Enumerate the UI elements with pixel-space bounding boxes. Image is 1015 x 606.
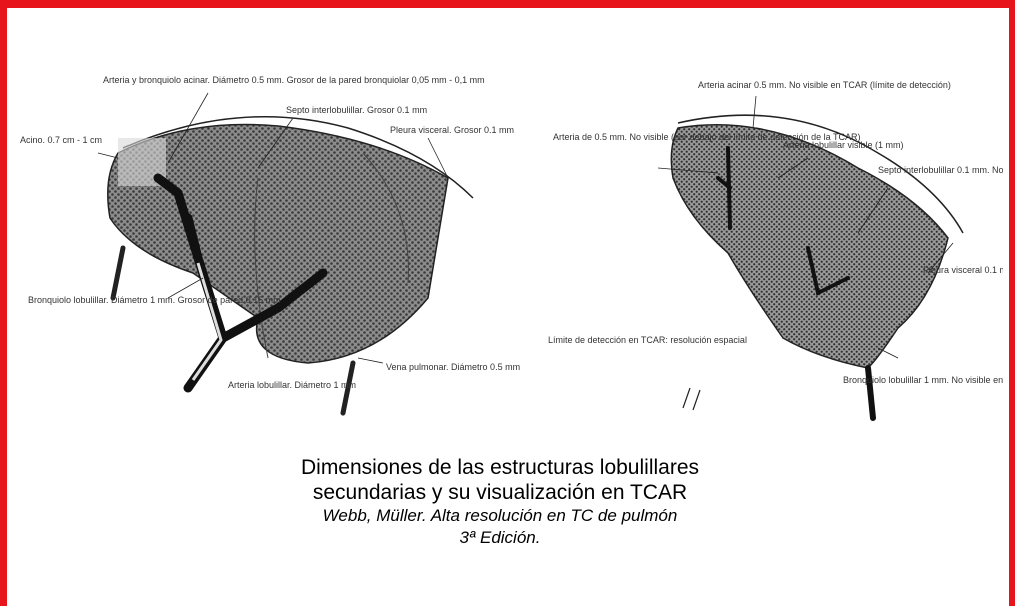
left-pleura-line — [122, 116, 474, 199]
right-label-left: Arteria de 0.5 mm. No visible (por debaj… — [553, 132, 860, 142]
right-label-bronchiole: Bronquiolo lobulillar 1 mm. No visible e… — [843, 375, 1003, 385]
left-label-bronchiole: Bronquiolo lobulillar. Diámetro 1 mm. Gr… — [28, 295, 281, 305]
left-vein-stub — [110, 245, 126, 301]
right-limit-marks — [682, 387, 701, 411]
left-label-septum: Septo interlobulillar. Grosor 0.1 mm — [286, 105, 427, 115]
caption-reference-2: 3ª Edición. — [459, 528, 541, 547]
right-lobule-shape — [670, 124, 949, 369]
figure-caption: Dimensiones de las estructuras lobulilla… — [150, 455, 850, 549]
left-bronchiole-inner — [191, 262, 223, 381]
right-label-limit: Límite de detección en TCAR: resolución … — [548, 335, 747, 345]
right-artery-visible — [716, 146, 850, 296]
frame-left-border — [0, 0, 7, 606]
left-label-artery: Arteria lobulillar. Diámetro 1 mm — [228, 380, 356, 390]
left-lobule-shape — [107, 123, 449, 364]
caption-line-1: Dimensiones de las estructuras lobulilla… — [300, 456, 699, 479]
right-label-top: Arteria acinar 0.5 mm. No visible en TCA… — [698, 80, 951, 90]
left-bronchiole-tree — [153, 173, 328, 393]
left-septum-line — [254, 177, 269, 359]
left-label-vein: Vena pulmonar. Diámetro 0.5 mm — [386, 362, 520, 372]
left-lobule-diagram: Arteria y bronquiolo acinar. Diámetro 0.… — [20, 75, 520, 416]
left-label-acinus: Acino. 0.7 cm - 1 cm — [20, 135, 102, 145]
frame-right-border — [1009, 0, 1015, 606]
lobule-figure: Arteria y bronquiolo acinar. Diámetro 0.… — [20, 75, 1003, 421]
right-pleura-line — [677, 114, 964, 234]
right-label-septum: Septo interlobulillar 0.1 mm. No visible… — [878, 165, 1003, 175]
right-lobule-diagram: Arteria acinar 0.5 mm. No visible en TCA… — [548, 80, 1003, 421]
right-bronchiole-stub — [865, 365, 876, 421]
caption-line-2: secundarias y su visualización en TCAR — [312, 481, 688, 504]
right-label-artery-visible: Arteria lobulillar visible (1 mm) — [783, 140, 904, 150]
left-label-pleura: Pleura visceral. Grosor 0.1 mm — [390, 125, 514, 135]
left-septum-line-2 — [362, 152, 409, 284]
left-artery-stub — [340, 360, 356, 416]
caption-reference-1: Webb, Müller. Alta resolución en TC de p… — [322, 506, 678, 525]
left-label-arteriole: Arteria y bronquiolo acinar. Diámetro 0.… — [103, 75, 485, 85]
right-label-pleura: Pleura visceral 0.1 mm. Visible — [923, 265, 1003, 275]
frame-top-border — [0, 0, 1015, 8]
